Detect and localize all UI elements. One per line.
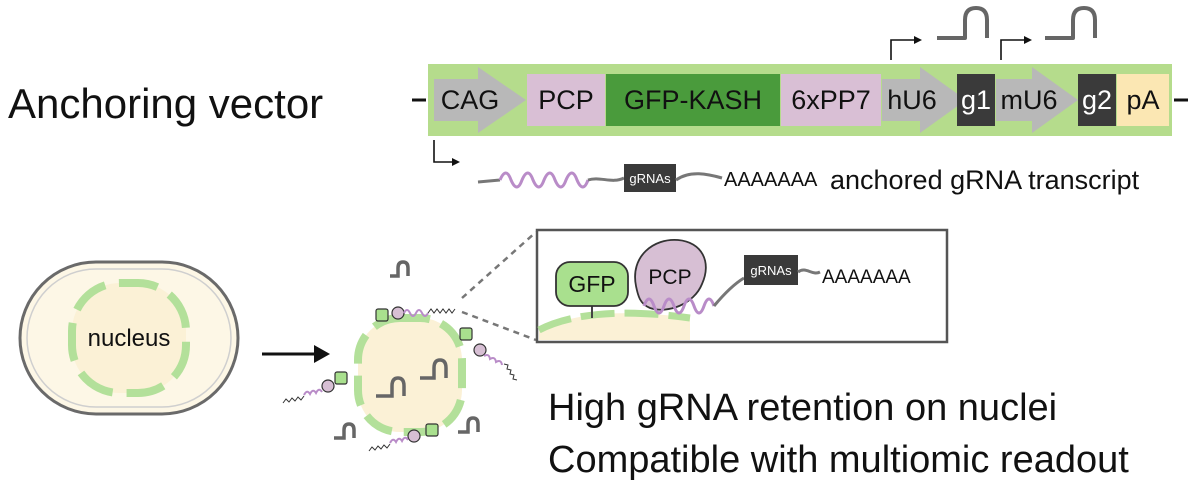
zoom-pcp-label: PCP <box>648 266 691 289</box>
mu6-label: mU6 <box>1000 85 1057 115</box>
pcp-block <box>527 74 605 126</box>
outcome-retention: High gRNA retention on nuclei <box>548 387 1057 429</box>
grna-hairpin-icon <box>390 260 410 278</box>
g2-label: g2 <box>1082 85 1112 115</box>
zoom-guide-bottom <box>461 310 537 342</box>
cell-membrane-inner <box>26 268 232 408</box>
hu6-tss-arrowhead <box>914 36 922 44</box>
cag-promoter-arrow <box>434 67 526 133</box>
g1-block <box>957 74 995 126</box>
hu6-label: hU6 <box>887 85 937 115</box>
zoom-rna-tail-line <box>797 268 821 275</box>
zoom-gfp-bubble <box>555 261 629 307</box>
polya-label: pA <box>1126 85 1159 115</box>
zoom-stem-loops-icon <box>642 297 716 315</box>
cell: nucleus <box>18 260 240 416</box>
anchor-pcp-icon <box>407 429 421 443</box>
cag-label: CAG <box>441 85 500 115</box>
hu6-tss-arrow <box>890 39 920 60</box>
zoom-polya: AAAAAAA <box>822 267 911 288</box>
anchor-polya-tail <box>503 363 518 381</box>
anchor-polya-tail <box>427 308 456 314</box>
pp7-stem-loops-icon <box>498 171 590 189</box>
transcript-grna-label: gRNAs <box>629 171 671 186</box>
gfp-kash-block <box>606 74 780 126</box>
g1-label: g1 <box>961 85 991 115</box>
anchor-gfp-icon <box>459 327 473 341</box>
g2-block <box>1078 74 1116 126</box>
isolation-arrowhead <box>314 345 330 363</box>
transcript-right-line <box>675 172 723 182</box>
gfp-kash-label: GFP-KASH <box>624 85 762 115</box>
anchored-transcript: gRNAs AAAAAAA anchored gRNA transcript <box>477 164 1140 195</box>
zoom-envelope-membrane <box>537 309 691 334</box>
nucleus-label: nucleus <box>88 325 171 352</box>
nucleus-envelope <box>68 279 190 397</box>
mu6-tss-arrow <box>1000 39 1030 60</box>
hu6-guide-hairpin-icon <box>937 6 989 40</box>
pp7-label: 6xPP7 <box>791 85 871 115</box>
anchor-polya-tail <box>368 443 391 452</box>
transcript-label: anchored gRNA transcript <box>830 165 1140 195</box>
mu6-guide-hairpin-icon <box>1045 6 1097 40</box>
outcome-multiomic: Compatible with multiomic readout <box>548 439 1129 481</box>
mu6-promoter-arrow <box>996 67 1078 133</box>
zoom-rna-line <box>712 276 745 307</box>
anchor-pcp-icon <box>473 343 487 357</box>
grna-hairpin-icon <box>420 358 448 380</box>
cag-tss-arrowhead <box>452 158 460 166</box>
transcript-mid-line <box>587 176 625 182</box>
zoom-inset: GFP PCP gRNAs AAAAAAA <box>535 228 949 344</box>
vector-construct: CAG PCP GFP-KASH 6xPP7 hU6 g1 mU6 g2 pA <box>412 6 1188 166</box>
anchor-stem-loops-icon <box>483 354 503 366</box>
hu6-promoter-arrow <box>882 67 966 133</box>
anchor-gfp-icon <box>425 423 439 437</box>
polya-block <box>1117 74 1169 126</box>
pcp-label: PCP <box>538 85 594 115</box>
grna-hairpin-icon <box>376 376 406 398</box>
anchor-pcp-icon <box>391 306 405 320</box>
anchor-gfp-icon <box>375 308 389 322</box>
zoom-nuclear-envelope <box>539 313 690 340</box>
grna-hairpin-icon <box>334 422 356 440</box>
anchor-pcp-icon <box>321 379 335 393</box>
anchor-gfp-icon <box>334 371 348 385</box>
anchor-polya-tail <box>282 395 305 404</box>
isolation-arrow <box>262 345 330 363</box>
transcript-polya: AAAAAAA <box>724 169 818 191</box>
pp7-block <box>781 74 881 126</box>
anchor-stem-loops-icon <box>403 309 429 317</box>
anchor-stem-loops-icon <box>303 388 323 397</box>
anchor-stem-loops-icon <box>389 436 409 445</box>
zoom-grna-box <box>744 255 798 285</box>
isolated-nucleus <box>282 260 518 452</box>
mu6-tss-arrowhead <box>1024 36 1032 44</box>
figure-title: Anchoring vector <box>8 80 323 127</box>
zoom-grna-label: gRNAs <box>750 263 792 278</box>
zoom-gfp-label: GFP <box>568 271 615 297</box>
zoom-guide-top <box>461 231 537 299</box>
cag-tss-arrow <box>433 140 458 163</box>
grna-hairpin-icon <box>458 416 480 434</box>
transcript-grna-box <box>624 164 676 192</box>
transcript-left-line <box>477 178 501 184</box>
